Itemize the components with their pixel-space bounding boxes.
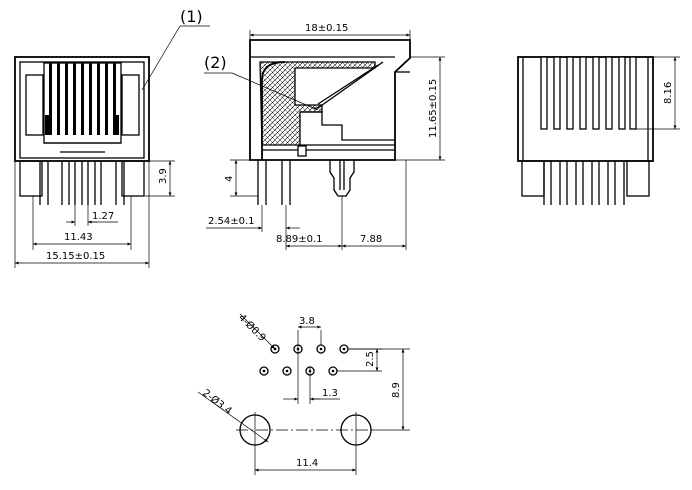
front-left-wall	[25, 74, 44, 136]
dim-hole-spacing-x: 3.8	[299, 316, 315, 327]
front-view: 3.9 1.27 11.43 15.15±0.15	[14, 56, 175, 268]
callout-1-label: (1)	[180, 7, 203, 26]
dim-row-offset-x: 1.3	[322, 388, 338, 399]
dim-height-pin: 3.9	[158, 168, 169, 184]
dim-standoff: 4	[224, 176, 235, 182]
pcb-layout: 4-Ø0.9 3.8 2.5 1.3 8.9 2-Ø3.4 11.4	[197, 312, 410, 475]
pcb-post-holes	[236, 412, 374, 475]
dim-post-holes: 2-Ø3.4	[200, 387, 234, 417]
dim-inner-width: 11.43	[64, 232, 93, 243]
front-inner-outline	[19, 61, 145, 159]
back-view: 8.16	[517, 56, 680, 205]
dim-row-offset-y: 2.5	[365, 351, 376, 367]
front-right-wall	[121, 74, 140, 136]
callout-2: (2)	[204, 53, 319, 111]
dim-pin-holes: 4-Ø0.9	[236, 312, 268, 344]
callout-1: (1)	[141, 7, 210, 91]
side-view: 18±0.15 11.65±0.15 4 2.54±0.1 8.89±0.1 7…	[206, 23, 445, 250]
callout-2-label: (2)	[204, 53, 227, 72]
dim-pitch: 1.27	[92, 211, 114, 222]
dim-pin-offset: 8.89±0.1	[276, 234, 323, 245]
dim-post-spacing: 11.4	[296, 458, 318, 469]
dim-total-y: 8.9	[391, 382, 402, 398]
pcb-pin-holes	[259, 344, 349, 376]
side-hatched-housing	[259, 61, 376, 146]
dim-height: 11.65±0.15	[428, 79, 439, 138]
dim-length: 18±0.15	[305, 23, 348, 34]
dim-post-offset: 7.88	[360, 234, 382, 245]
side-mounting-post	[329, 160, 355, 197]
dim-pin-spacing: 2.54±0.1	[208, 216, 255, 227]
back-pins	[521, 160, 650, 205]
front-contacts	[49, 63, 116, 135]
front-pins	[19, 160, 145, 205]
back-contacts	[540, 56, 637, 130]
dim-overall-width: 15.15±0.15	[46, 251, 105, 262]
dim-pin-height: 8.16	[663, 82, 674, 104]
